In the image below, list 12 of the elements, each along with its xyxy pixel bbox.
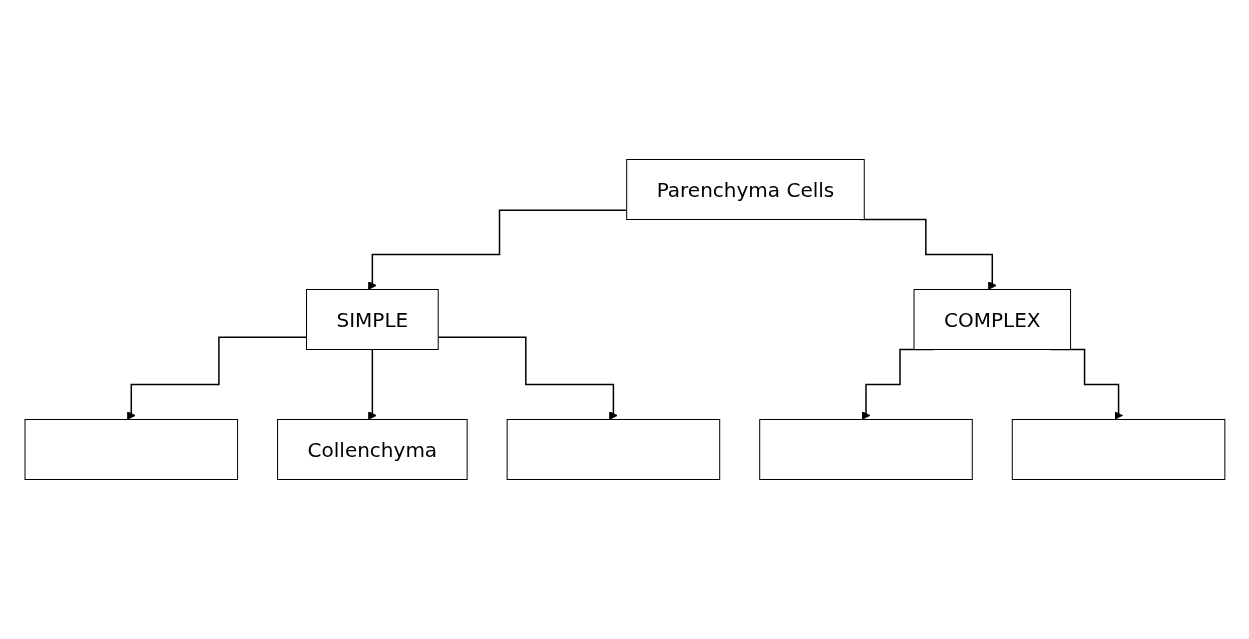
node-box xyxy=(1011,419,1225,480)
arrow xyxy=(367,348,377,420)
node-box: Parenchyma Cells xyxy=(625,159,865,220)
node-box xyxy=(758,419,973,480)
node-box: Collenchyma xyxy=(276,419,468,480)
node-box: COMPLEX xyxy=(913,289,1071,350)
arrow xyxy=(437,336,618,420)
node-box xyxy=(506,419,720,480)
arrow xyxy=(126,336,307,420)
arrow xyxy=(367,209,627,290)
node-box: SIMPLE xyxy=(305,289,439,350)
node-box xyxy=(24,419,238,480)
